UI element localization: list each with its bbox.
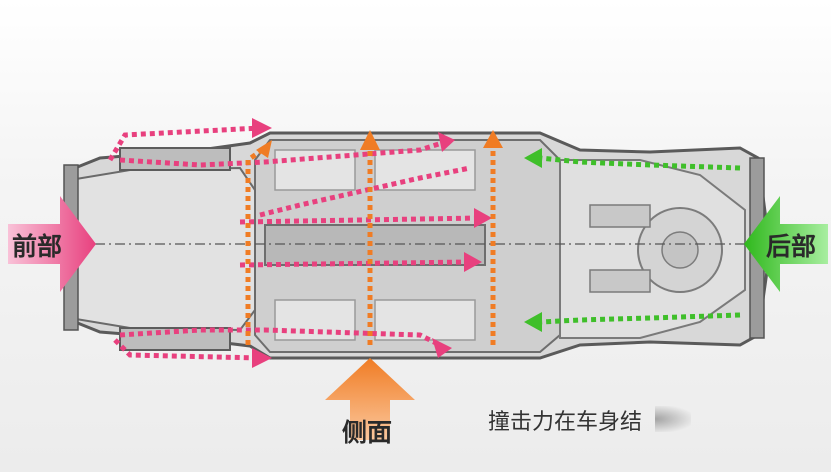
rear-impact-arrowheads bbox=[524, 148, 542, 332]
front-impact-paths bbox=[107, 125, 481, 361]
front-impact-arrow bbox=[8, 196, 96, 292]
side-impact-arrowheads bbox=[256, 130, 503, 158]
caption-text: 撞击力在车身结 bbox=[488, 410, 643, 435]
rear-impact-paths bbox=[539, 155, 741, 325]
rear-impact-arrow bbox=[744, 196, 828, 292]
caption-fade-overlay bbox=[655, 406, 691, 432]
front-impact-arrowheads bbox=[252, 118, 492, 368]
side-impact-arrow bbox=[325, 358, 415, 440]
chassis-frame bbox=[60, 131, 772, 360]
front-label: 前部 bbox=[12, 232, 63, 261]
rear-label: 后部 bbox=[766, 232, 817, 261]
side-label: 侧面 bbox=[342, 418, 393, 447]
